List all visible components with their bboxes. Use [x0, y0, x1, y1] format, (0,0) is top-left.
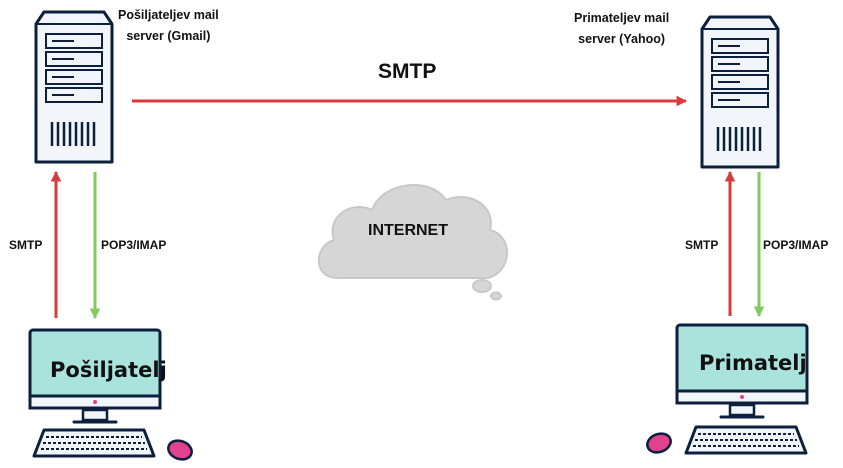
recipient-mouse-icon: [646, 432, 672, 454]
sender-mouse-icon: [167, 439, 193, 461]
sender-keyboard-icon: [32, 428, 156, 458]
recipient-upload-protocol-label: SMTP: [685, 238, 719, 252]
recipient-download-protocol-label: POP3/IMAP: [763, 238, 829, 252]
sender-server-label: Pošiljateljev mail server (Gmail): [118, 5, 219, 47]
sender-upload-protocol-label: SMTP: [9, 238, 43, 252]
internet-label: INTERNET: [368, 222, 448, 239]
recipient-server-label-line1: Primateljev mail: [574, 11, 670, 25]
recipient-computer-label: Primatelj: [699, 351, 807, 375]
sender-server-label-line1: Pošiljateljev mail: [118, 8, 219, 22]
recipient-keyboard-icon: [684, 425, 808, 455]
recipient-mail-server-icon: [700, 15, 780, 169]
sender-mail-server-icon: [34, 10, 114, 164]
sender-computer-label: Pošiljatelj: [50, 358, 167, 382]
recipient-server-label: Primateljev mail server (Yahoo): [574, 8, 669, 50]
internet-cloud-icon: [317, 184, 508, 301]
sender-download-protocol-label: POP3/IMAP: [101, 238, 167, 252]
recipient-server-label-line2: server (Yahoo): [578, 32, 666, 46]
server-to-server-protocol-label: SMTP: [378, 60, 437, 83]
sender-server-label-line2: server (Gmail): [126, 29, 211, 43]
